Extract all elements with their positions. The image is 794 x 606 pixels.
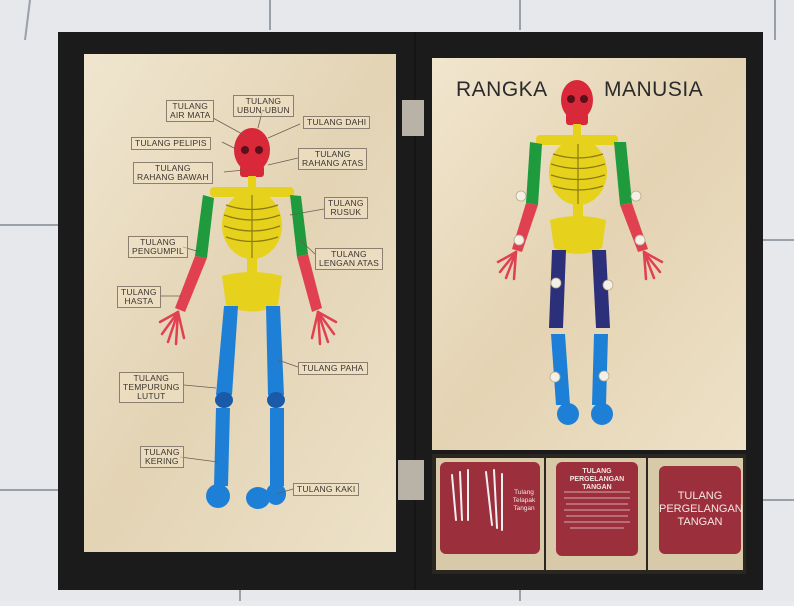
label-rahang-atas: TULANG RAHANG ATAS — [298, 148, 367, 170]
title-manusia: MANUSIA — [604, 78, 703, 102]
label-pengumpil: TULANG PENGUMPIL — [128, 236, 188, 258]
title-rangka: RANGKA — [456, 78, 548, 102]
label-pelipis: TULANG PELIPIS — [131, 137, 211, 150]
label-rusuk: TULANG RUSUK — [324, 197, 368, 219]
label-tempurung-lutut: TULANG TEMPURUNG LUTUT — [119, 372, 184, 403]
label-air-mata: TULANG AIR MATA — [166, 100, 214, 122]
label-kering: TULANG KERING — [140, 446, 184, 468]
label-kaki: TULANG KAKI — [293, 483, 359, 496]
label-lengan-atas: TULANG LENGAN ATAS — [315, 248, 383, 270]
hinge-bottom — [398, 460, 424, 500]
label-paha: TULANG PAHA — [298, 362, 368, 375]
label-rahang-bawah: TULANG RAHANG BAWAH — [133, 162, 213, 184]
label-ubun-ubun: TULANG UBUN-UBUN — [233, 95, 294, 117]
hinge-top — [402, 100, 424, 136]
card-3-text: TULANG PERGELANGAN TANGAN — [659, 490, 741, 529]
label-dahi: TULANG DAHI — [303, 116, 370, 129]
label-hasta: TULANG HASTA — [117, 286, 161, 308]
card-2-title: TULANG PERGELANGAN TANGAN — [556, 468, 638, 492]
card-1-text: Tulang Telapak Tangan — [508, 489, 540, 513]
